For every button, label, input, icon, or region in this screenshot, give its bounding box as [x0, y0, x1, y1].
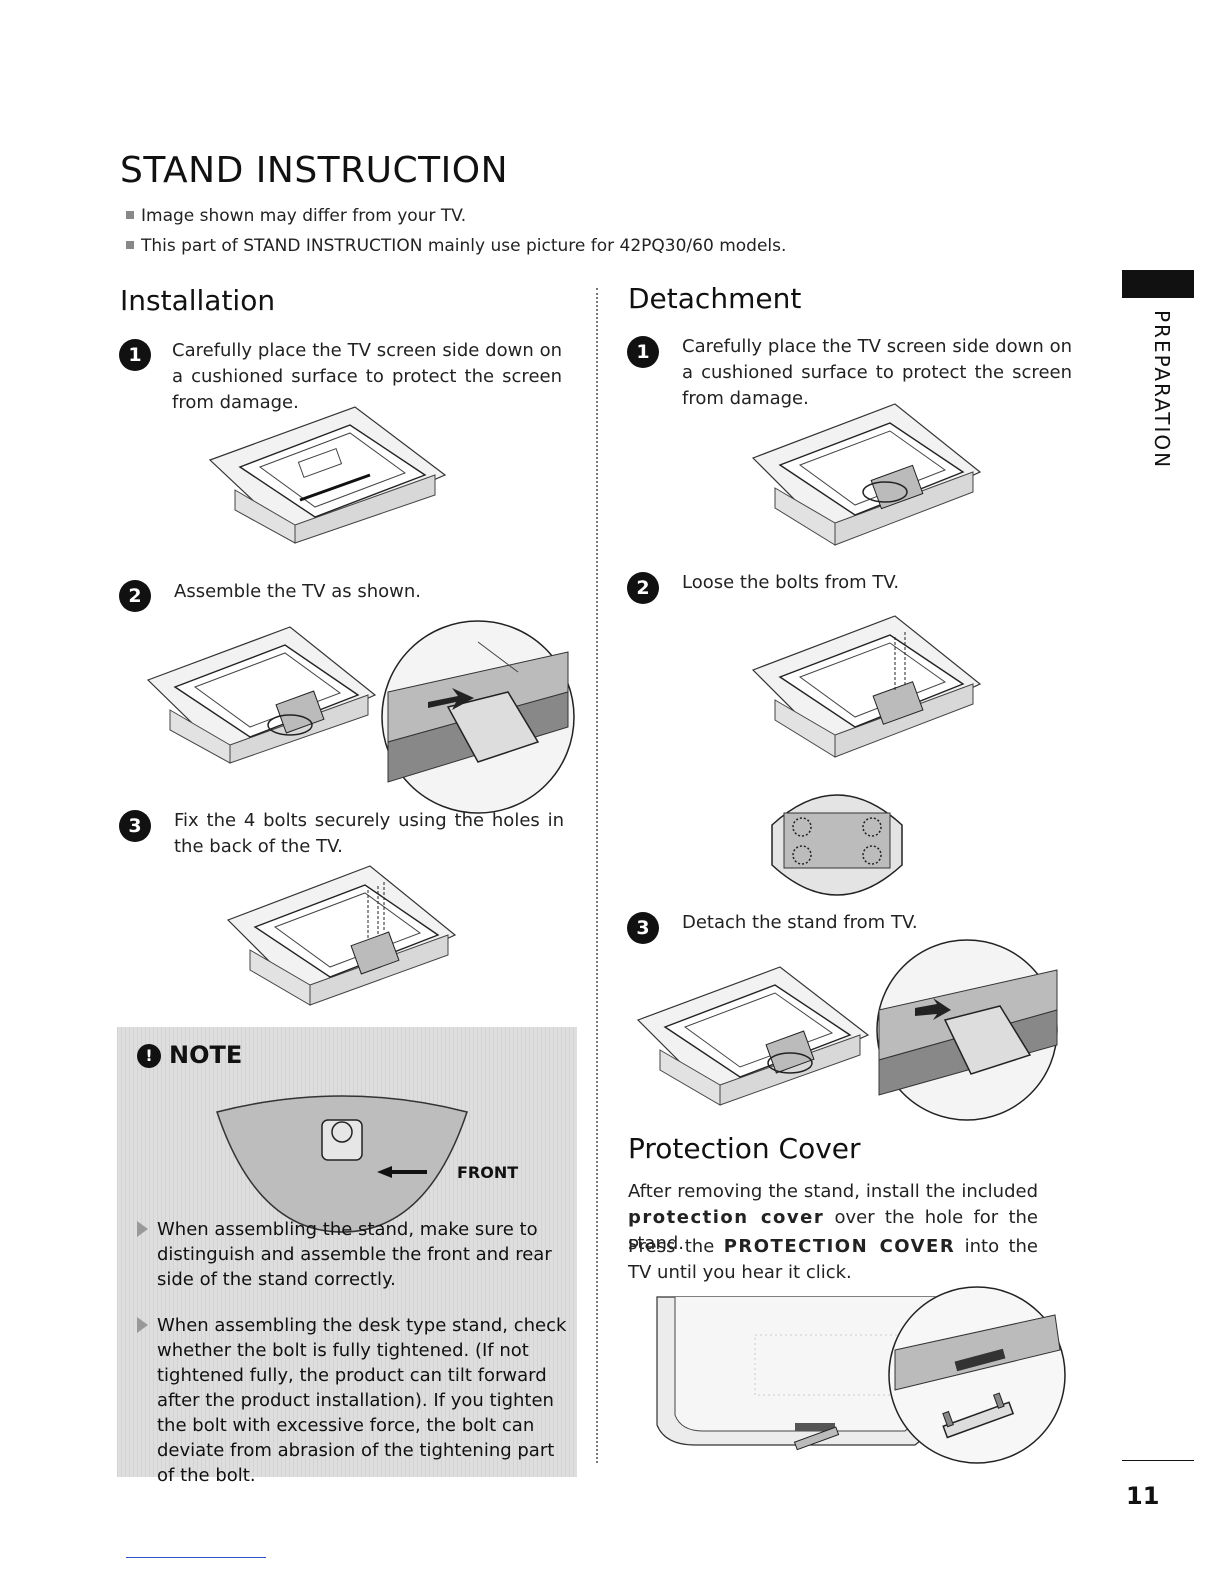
stand-detach-detail-circle: [876, 939, 1058, 1121]
protection-cover-line-2-rest: over the hole for the stand.: [628, 1207, 1039, 1254]
bullet-text: This part of STAND INSTRUCTION mainly us…: [141, 236, 787, 256]
install-step-1-text: Carefully place the TV screen side down …: [172, 340, 562, 413]
detach-step-2-text: Loose the bolts from TV.: [682, 572, 900, 593]
stand-base-front-diagram: [216, 1095, 468, 1233]
installation-title: Installation: [120, 284, 276, 317]
note-item-text: When assembling the desk type stand, che…: [157, 1315, 567, 1486]
page-number-rule: [1122, 1460, 1194, 1461]
bullet-text: Image shown may differ from your TV.: [141, 206, 467, 226]
tv-assembly-illustration: [146, 626, 377, 764]
protection-cover-title: Protection Cover: [628, 1132, 861, 1165]
section-tab-marker: [1122, 270, 1194, 298]
header-bullet-2: This part of STAND INSTRUCTION mainly us…: [126, 236, 786, 256]
header-bullet-1: Image shown may differ from your TV.: [126, 206, 466, 226]
protection-cover-emphasis: protection cover: [628, 1207, 825, 1228]
install-step-3-text: Fix the 4 bolts securely using the holes…: [174, 810, 564, 857]
note-box: ! NOTE FRONT When assembling the stand, m…: [117, 1027, 577, 1486]
bullet-square-icon: [126, 211, 134, 219]
install-step-2-text: Assemble the TV as shown.: [174, 581, 421, 602]
install-step-1-number: 1: [119, 339, 151, 371]
detach-step-3-number: 3: [627, 912, 659, 944]
exclamation-icon: !: [137, 1044, 161, 1068]
front-label: FRONT: [457, 1163, 519, 1182]
note-header: ! NOTE: [137, 1041, 242, 1069]
protection-cover-line-1: After removing the stand, install the in…: [628, 1181, 1038, 1202]
detach-step-3-text: Detach the stand from TV.: [682, 912, 918, 933]
protection-cover-caps: PROTECTION COVER: [723, 1236, 956, 1257]
protection-cover-line-3: Press the PROTECTION COVER into the TV u…: [628, 1234, 1038, 1286]
note-item-2: When assembling the desk type stand, che…: [137, 1313, 567, 1488]
protection-cover-illustration: [656, 1286, 1066, 1464]
tv-face-down-with-stand-illustration: [751, 403, 982, 546]
install-step-2-number: 2: [119, 580, 151, 612]
protection-cover-line-2: protection cover over the hole for the s…: [628, 1205, 1038, 1257]
section-label: PREPARATION: [1146, 310, 1174, 469]
tv-face-down-illustration: [208, 406, 447, 544]
column-divider: [596, 288, 598, 1463]
note-item-1: When assembling the stand, make sure to …: [137, 1217, 567, 1292]
section-label-text: PREPARATION: [1150, 310, 1174, 470]
bullet-arrow-icon: [137, 1221, 148, 1237]
page-title: STAND INSTRUCTION: [120, 150, 509, 191]
detach-step-2-number: 2: [627, 572, 659, 604]
bullet-square-icon: [126, 241, 134, 249]
tv-loosen-bolts-illustration: [751, 615, 982, 758]
detach-step-1-number: 1: [627, 336, 659, 368]
footer-line: [126, 1557, 266, 1558]
stand-connection-detail-circle: [381, 620, 575, 814]
tv-bolts-illustration: [226, 865, 457, 1006]
page-number: 11: [1126, 1482, 1160, 1510]
note-item-text: When assembling the stand, make sure to …: [157, 1219, 552, 1290]
bullet-arrow-icon: [137, 1317, 148, 1333]
note-title: NOTE: [169, 1041, 243, 1069]
protection-cover-line-3-rest: into the TV until you hear it click.: [628, 1236, 1039, 1283]
tv-detach-stand-illustration: [636, 966, 870, 1106]
protection-cover-line-3-pre: Press the: [628, 1236, 724, 1257]
detach-step-1-text: Carefully place the TV screen side down …: [682, 336, 1072, 409]
detachment-title: Detachment: [628, 282, 802, 315]
bolt-holes-detail-circle: [771, 794, 903, 896]
install-step-3-number: 3: [119, 810, 151, 842]
